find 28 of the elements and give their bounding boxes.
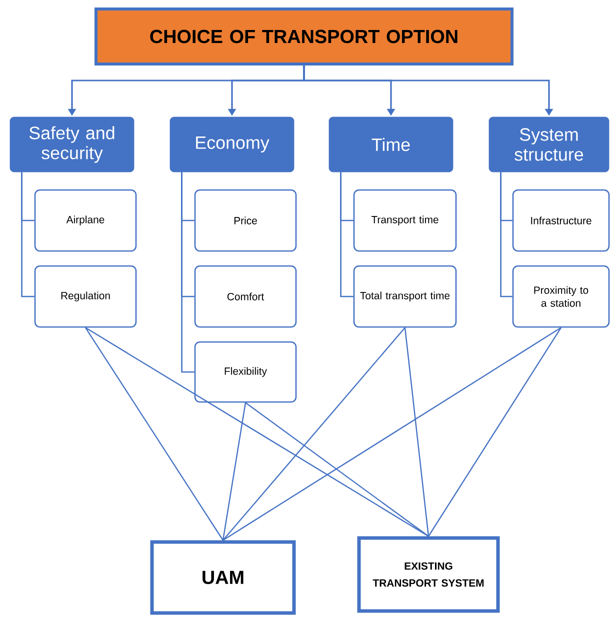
connector-line [222,327,406,541]
criterion-box: Total transport time [353,265,457,328]
option-box: EXISTING TRANSPORT SYSTEM [357,536,500,613]
option-box: UAM [150,540,296,615]
criterion-box: Transport time [353,189,457,252]
connector-line [222,402,246,540]
criterion-box: Flexibility [194,341,297,403]
category-box: Safety and security [10,116,134,172]
criterion-box: Regulation [34,265,137,328]
criterion-box: Comfort [194,265,297,328]
category-box: Time [328,116,454,172]
connector-line [404,328,430,536]
connector-line [500,172,512,298]
criterion-box: Infrastructure [512,189,610,252]
connector-line [245,402,429,537]
criterion-box: Price [194,189,297,252]
criterion-box: Airplane [34,189,137,252]
criterion-box: Proximity to a station [512,265,610,328]
connector-line [428,327,562,537]
connector-line [85,327,429,537]
connector-line [222,327,562,541]
connector-line [21,172,34,298]
connector-line [181,172,194,373]
connector-line [85,327,224,541]
category-box: System structure [488,116,610,172]
title-box: CHOICE OF TRANSPORT OPTION [94,8,514,66]
category-box: Economy [170,116,294,172]
connector-line [340,172,354,298]
